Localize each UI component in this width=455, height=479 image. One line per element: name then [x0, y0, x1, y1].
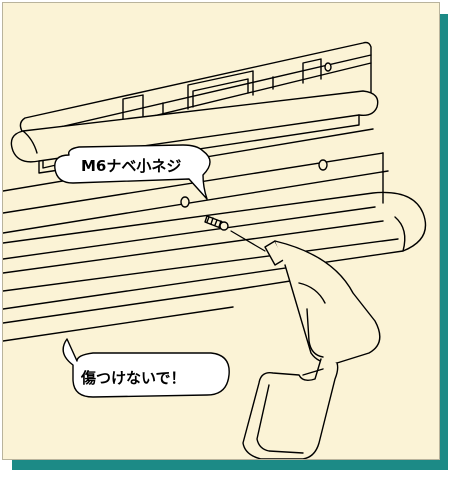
- mounting-hole: [318, 159, 328, 171]
- screw-icon: [204, 215, 229, 231]
- rail-lower-body: [3, 191, 427, 342]
- callout-warning-label: 傷つけないで！: [80, 369, 186, 387]
- installation-illustration: M6ナベ小ネジ 傷つけないで！: [3, 41, 427, 459]
- power-drill-icon: [230, 230, 381, 459]
- illustration-panel: M6ナベ小ネジ 傷つけないで！: [2, 2, 440, 460]
- mounting-hole: [324, 62, 332, 72]
- callout-screw-label: M6ナベ小ネジ: [81, 157, 181, 175]
- callout-screw-bubble: [54, 144, 211, 200]
- mounting-hole: [180, 196, 190, 208]
- callout-warning-bubble: [62, 338, 230, 398]
